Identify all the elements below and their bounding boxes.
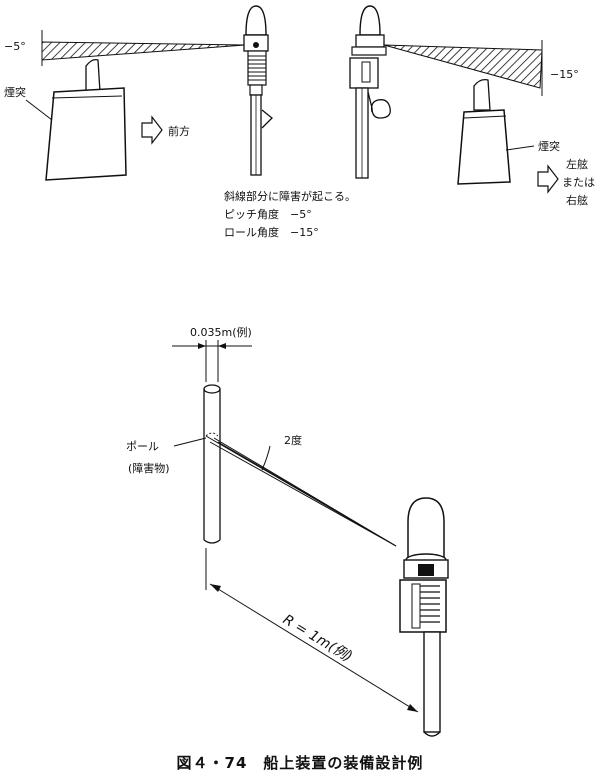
- pitch-angle-label: −5°: [4, 40, 26, 53]
- angle-arc: [261, 445, 271, 471]
- starboard-label: 右舷: [566, 193, 588, 207]
- device-front-view: [349, 5, 391, 179]
- device-side-view: [243, 5, 273, 176]
- distance-label: R = 1m(例): [280, 612, 355, 666]
- figure-caption: 図４・74 船上装置の装備設計例: [176, 754, 424, 772]
- roll-angle-label: −15°: [550, 68, 579, 81]
- pole-obstacle-figure: 0.035m(例) ポール (障害物) 2度: [126, 325, 449, 737]
- chimney-right: [457, 78, 511, 185]
- chimney-label-right: 煙突: [538, 139, 560, 153]
- distance-dimension-line: [209, 583, 419, 713]
- pitch-case-figure: −5° 煙突 前方: [4, 5, 273, 181]
- diameter-label: 0.035m(例): [190, 325, 252, 339]
- sight-lines: [205, 435, 397, 547]
- pole: [203, 384, 221, 544]
- chimney-label-left: 煙突: [4, 85, 26, 99]
- arrow-right-icon: [537, 164, 559, 194]
- note-line-1: 斜線部分に障害が起こる。: [224, 189, 356, 203]
- pitch-hatched-zone: [41, 41, 246, 61]
- pole-label: ポール: [126, 440, 159, 453]
- roll-hatched-zone: [383, 44, 543, 89]
- chimney-left: [45, 58, 127, 181]
- angle-label: 2度: [284, 433, 302, 447]
- or-label: または: [562, 176, 595, 189]
- forward-label: 前方: [168, 124, 190, 138]
- note-line-3: ロール角度 −15°: [224, 225, 319, 239]
- chimney-left-leader: [25, 99, 53, 121]
- arrow-right-icon: [141, 115, 163, 145]
- obstacle-label: (障害物): [128, 461, 170, 475]
- roll-case-figure: −15° 煙突 左舷 または 右舷: [349, 5, 595, 207]
- device-3d: [399, 497, 449, 737]
- chimney-right-leader: [505, 145, 535, 151]
- pole-leader: [173, 437, 207, 447]
- port-label: 左舷: [566, 157, 588, 171]
- note-line-2: ピッチ角度 −5°: [224, 207, 312, 221]
